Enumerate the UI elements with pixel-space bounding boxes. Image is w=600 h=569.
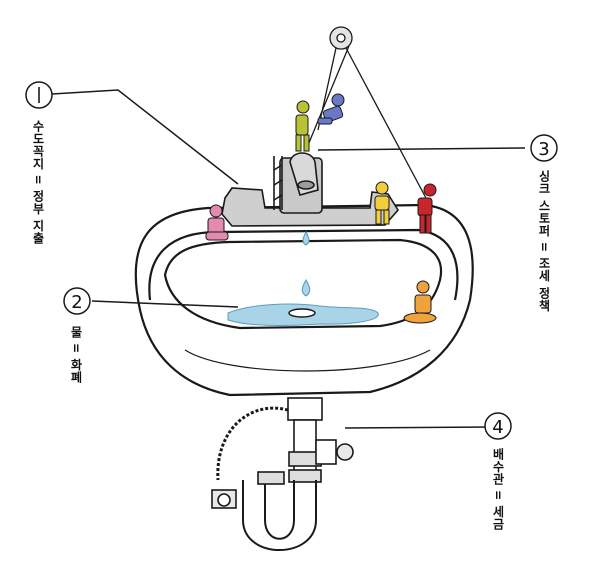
label-stopper: 싱크 스토퍼 = 조세 정책: [537, 170, 551, 312]
callout-2: 2: [63, 287, 91, 315]
figure-pink: [205, 204, 229, 241]
callout-3: 3: [530, 134, 558, 162]
figure-orange: [403, 280, 437, 324]
callout-4: 4: [484, 412, 512, 440]
pulley-system: [305, 26, 428, 201]
sink-basin: [134, 203, 474, 397]
figure-blue: [317, 93, 345, 125]
svg-text:4: 4: [492, 417, 503, 438]
figure-green: [295, 100, 310, 152]
label-drain: 배수관 = 세금: [491, 448, 505, 531]
faucet: [221, 152, 399, 227]
figure-yellow: [374, 181, 390, 225]
svg-text:3: 3: [538, 139, 549, 160]
water-puddle: [227, 303, 379, 326]
drain-pipes: [211, 397, 354, 551]
figure-red: [417, 183, 437, 234]
label-water: 물 = 화폐: [69, 326, 83, 384]
callout-lines: [51, 89, 526, 429]
callout-1: [25, 81, 53, 109]
svg-text:2: 2: [71, 292, 82, 313]
label-faucet: 수도꼭지 = 정부 지출: [31, 120, 45, 245]
